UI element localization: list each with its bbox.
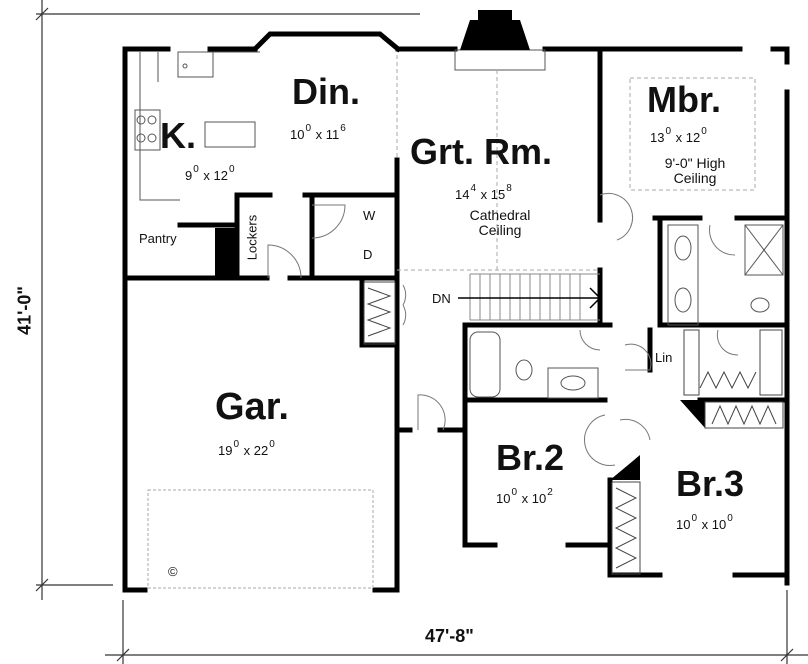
times-sign: x [675, 130, 683, 145]
dim-b: 22 [253, 443, 269, 458]
overall-depth-dimension: 41'-0" [14, 286, 35, 335]
dim-a-sup: 0 [193, 164, 199, 175]
dim-a-sup: 4 [470, 183, 477, 194]
dim-a: 10 [290, 127, 305, 142]
door-swings [267, 192, 739, 466]
label-lockers: Lockers [244, 214, 260, 261]
dim-b: 11 [325, 127, 340, 142]
dim-a: 19 [218, 443, 233, 458]
master-bedroom-ceiling-note: 9'-0" High Ceiling [645, 156, 745, 186]
dim-b-sup: 6 [340, 123, 346, 134]
great-room-ceiling-note: Cathedral Ceiling [455, 208, 545, 238]
copyright-mark: © [168, 564, 178, 579]
room-label-dining: Din. [292, 71, 360, 112]
times-sign: x [701, 517, 709, 532]
label-pantry: Pantry [139, 231, 177, 246]
overall-width-dimension: 47'-8" [425, 626, 474, 646]
times-sign: x [521, 491, 529, 506]
room-label-garage: Gar. [215, 386, 289, 428]
room-label-kitchen: K. [160, 115, 196, 156]
label-linen: Lin [655, 350, 673, 365]
times-sign: x [315, 127, 323, 142]
room-label-great-room: Grt. Rm. [410, 131, 553, 172]
dim-b-sup: 0 [727, 513, 733, 524]
dim-b: 12 [685, 130, 701, 145]
room-dim-master-bedroom: 130 x 120 [650, 126, 708, 145]
wall-fills [215, 10, 705, 480]
label-stairs-down: DN [432, 291, 451, 306]
dim-a-sup: 0 [665, 126, 672, 137]
fixtures [134, 49, 784, 589]
dimension-lines [35, 0, 808, 664]
label-dryer: D [363, 247, 373, 262]
times-sign: x [480, 187, 488, 202]
room-label-bedroom-2: Br.2 [496, 437, 565, 478]
label-washer: W [363, 208, 376, 223]
dim-b-sup: 0 [701, 126, 707, 137]
note-line: 9'-0" High [664, 155, 726, 171]
dim-b-sup: 2 [547, 487, 553, 498]
room-dim-kitchen: 90 x 120 [185, 164, 236, 183]
room-dim-bedroom-2: 100 x 102 [496, 487, 554, 506]
times-sign: x [243, 443, 251, 458]
dim-a-sup: 0 [305, 123, 312, 134]
room-dim-garage: 190 x 220 [218, 439, 276, 458]
note-line: Ceiling [478, 222, 522, 238]
dim-b: 10 [531, 491, 547, 506]
note-line: Cathedral [469, 207, 531, 223]
dim-a: 13 [650, 130, 665, 145]
room-label-master-bedroom: Mbr. [647, 79, 722, 120]
dim-a-sup: 0 [511, 487, 518, 498]
closet-shelving [363, 281, 784, 575]
room-dim-great-room: 144 x 158 [455, 183, 513, 202]
room-label-bedroom-3: Br.3 [676, 463, 745, 504]
times-sign: x [203, 168, 210, 183]
dim-b: 12 [213, 168, 229, 183]
walls [122, 31, 790, 593]
note-line: Ceiling [673, 170, 717, 186]
dim-a: 10 [676, 517, 691, 532]
dim-a-sup: 0 [691, 513, 698, 524]
dim-a: 14 [455, 187, 470, 202]
dim-a: 10 [496, 491, 511, 506]
room-dim-bedroom-3: 100 x 100 [676, 513, 734, 532]
dim-a-sup: 0 [233, 439, 240, 450]
dim-a: 9 [185, 168, 193, 183]
dim-b-sup: 8 [506, 183, 512, 194]
dim-b: 15 [490, 187, 506, 202]
dim-b-sup: 0 [229, 164, 235, 175]
dim-b: 10 [711, 517, 727, 532]
dim-b-sup: 0 [269, 439, 275, 450]
room-dim-dining: 100 x 116 [290, 123, 347, 142]
